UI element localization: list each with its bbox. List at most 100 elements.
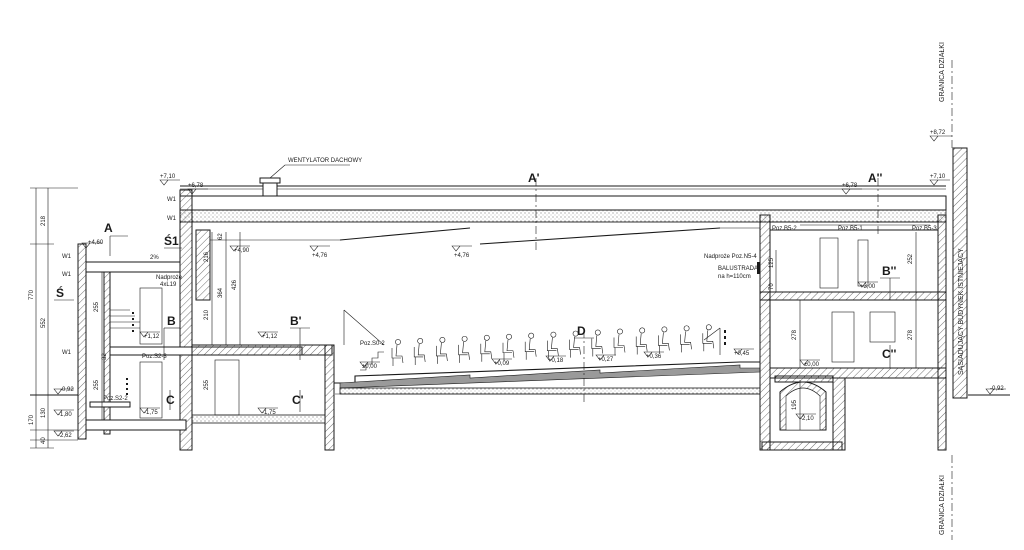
section-mark-c-label: C: [166, 393, 175, 407]
level-text: -1,80: [58, 412, 72, 418]
section-mark-d: D: [574, 324, 594, 339]
auditorium-seat: [680, 325, 692, 353]
level-text: +6,78: [842, 183, 858, 189]
level-marker: +0,09: [491, 358, 512, 367]
auditorium-seats: [391, 324, 715, 366]
balustrade-height-label: na h=110cm: [718, 274, 751, 280]
section-mark-a-double-prime: A'': [868, 171, 888, 187]
auditorium-seat: [524, 332, 537, 360]
level-marker: +3,00: [857, 281, 878, 290]
left-block-walls: [77, 189, 335, 451]
dim-426: 426: [232, 279, 238, 290]
auditorium-seat: [547, 331, 559, 359]
level-text: +4,76: [454, 253, 470, 259]
level-text: +8,72: [930, 130, 946, 136]
level-text: +0,18: [548, 358, 564, 364]
wall-mark-4: W1: [62, 272, 72, 278]
pos-s2-2-label: Poz.S2-2: [103, 396, 128, 402]
right-rail: [703, 327, 726, 355]
dim-278-left: 278: [792, 329, 798, 340]
level-text: +1,12: [144, 334, 160, 340]
section-mark-d-label: D: [577, 324, 586, 338]
level-marker: +0,36: [643, 351, 664, 360]
left-doors: [139, 287, 240, 419]
pos-b5-1-label: Poz.B5-1: [838, 226, 863, 232]
level-text: -1,75: [262, 410, 276, 416]
level-marker: ±0,00: [359, 361, 380, 370]
level-text: +0,09: [494, 361, 510, 367]
level-marker: +1,12: [257, 331, 278, 340]
level-text: +4,90: [234, 248, 250, 254]
slope-2-percent: 2%: [150, 255, 159, 261]
dim-70: 70: [769, 283, 775, 290]
boundary-label-bottom: GRANICA DZIAŁKI: [939, 475, 946, 535]
dim-278-right: 278: [908, 329, 914, 340]
dim-130: 130: [41, 407, 47, 418]
section-mark-b-double-prime-label: B'': [882, 264, 897, 278]
level-marker: +6,78: [187, 183, 208, 195]
level-marker: +4,60: [81, 240, 104, 249]
auditorium-seat: [413, 338, 426, 365]
lintel-left-label: Nadproże: [156, 275, 183, 281]
section-mark-c-prime-label: C': [292, 393, 304, 407]
level-marker: +1,12: [139, 331, 160, 340]
level-marker: -0,92: [985, 386, 1006, 395]
dim-252: 252: [908, 253, 914, 264]
right-block-walls: [759, 214, 947, 451]
section-mark-c-double-prime-label: C'': [882, 347, 897, 361]
level-marker: +7,10: [159, 174, 180, 186]
roof-ventilator: [259, 164, 350, 197]
level-text: +0,36: [646, 354, 662, 360]
level-text: -0,92: [60, 387, 74, 393]
neighbour-building-wall: [952, 147, 968, 399]
neighbour-building-label: SĄSIADUJĄCY BUDYNEK ISTNIEJĄCY: [958, 248, 965, 375]
level-marker: +7,10: [929, 174, 950, 186]
auditorium-seat: [658, 326, 670, 354]
dim-210: 210: [204, 309, 210, 320]
section-mark-c-double-prime: C'': [882, 345, 897, 368]
wall-mark-5: W1: [62, 350, 72, 356]
wall-mark-3: W1: [62, 254, 72, 260]
balustrade-marker: [757, 262, 760, 274]
level-text: -0,92: [990, 386, 1004, 392]
wall-mark-2: W1: [167, 216, 177, 222]
level-marker: -1,80: [53, 409, 74, 418]
lintel-left-label-2: 4xL19: [160, 282, 177, 288]
pos-b5-3-label: Poz.B5-3: [912, 226, 937, 232]
level-text: ±0,00: [362, 364, 378, 370]
ground-line: [30, 394, 1010, 441]
dim-125: 125: [769, 257, 775, 268]
level-marker: -2,62: [53, 430, 74, 439]
level-marker: +4,76: [451, 245, 472, 259]
auditorium-seat: [591, 329, 604, 357]
level-text: +7,10: [160, 174, 176, 180]
section-mark-a-double-prime-label: A'': [868, 171, 883, 185]
dim-218: 218: [41, 215, 47, 226]
inner-dimension-ticks: [101, 232, 917, 430]
level-marker: ±0,00: [799, 359, 820, 368]
auditorium-seat: [702, 324, 715, 352]
auditorium-seat: [480, 334, 493, 362]
level-text: +0,27: [598, 357, 614, 363]
dim-32: 32: [102, 353, 108, 360]
auditorium-stage-steps: [343, 309, 385, 371]
auditorium-seat: [635, 327, 648, 355]
auditorium-seat: [391, 339, 404, 366]
section-mark-a-label: A: [104, 221, 113, 235]
roof-structure: [179, 185, 947, 223]
section-mark-b: B: [163, 314, 180, 360]
level-text: -1,75: [144, 410, 158, 416]
level-marker: +0,18: [545, 355, 566, 364]
level-marker: +8,72: [929, 130, 952, 142]
lintel-right-label: Nadproże Poz.N5-4: [704, 254, 757, 260]
dim-195: 195: [792, 399, 798, 410]
section-mark-b-prime: B': [290, 314, 310, 360]
level-text: -2,62: [58, 433, 72, 439]
auditorium-seat: [502, 333, 515, 361]
dim-552: 552: [41, 317, 47, 328]
dim-255-upper: 255: [94, 301, 100, 312]
wall-mark-1: W1: [167, 197, 177, 203]
level-text: +6,78: [188, 183, 204, 189]
level-text: +3,00: [860, 284, 876, 290]
